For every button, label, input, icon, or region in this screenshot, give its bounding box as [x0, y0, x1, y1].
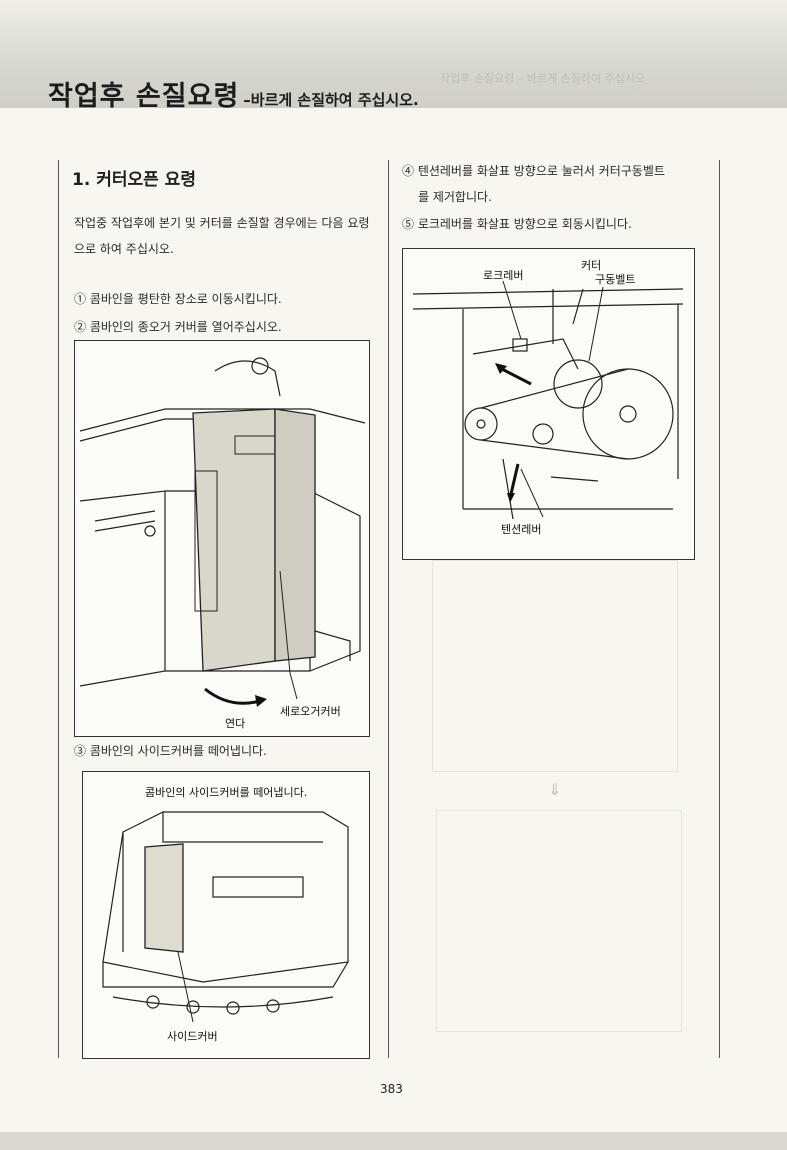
label-lift: 연다 [225, 717, 246, 730]
step-4-line1: ④ 텐션레버를 화살표 방향으로 눌러서 커터구동벨트 [402, 164, 665, 178]
step-1: ① 콤바인을 평탄한 장소로 이동시킵니다. [74, 292, 282, 306]
header-band [0, 0, 787, 108]
belt-drive-drawing [412, 280, 684, 520]
step-3: ③ 콤바인의 사이드커버를 떼어냅니다. [74, 744, 267, 758]
label-auger-cover: 세로오거커버 [280, 705, 341, 718]
figure-side-cover: 콤바인의 사이드커버를 떼어냅니다. 사이드커버 [82, 771, 370, 1059]
footer-band [0, 1132, 787, 1150]
page-number: 383 [380, 1082, 403, 1096]
figure-belt-drive: 로크레버 커터 구동벨트 텐션레버 [402, 248, 695, 560]
bleed-through-figure-bottom [436, 810, 682, 1032]
label-side-cover: 사이드커버 [167, 1030, 218, 1043]
step-2: ② 콤바인의 종오거 커버를 열어주십시오. [74, 320, 282, 334]
section-title: 1. 커터오픈 요령 [72, 170, 196, 190]
center-column-rule [388, 160, 389, 1058]
label-drive-belt: 구동벨트 [595, 273, 636, 286]
right-margin-rule [719, 160, 720, 1058]
page-title-main: 작업후 손질요령 [48, 81, 240, 112]
side-cover-drawing [102, 811, 349, 1023]
page-title: 작업후 손질요령–바르게 손질하여 주십시오. [48, 74, 419, 113]
bleed-through-text: 작업후 손질요령 – 바르게 손질하여 주십시오 [440, 72, 646, 85]
bleed-through-arrow-icon: ⇓ [548, 780, 562, 799]
label-lock-lever: 로크레버 [483, 269, 524, 282]
step-4-line2: 를 제거합니다. [418, 190, 492, 204]
step-5: ⑤ 로크레버를 화살표 방향으로 회동시킵니다. [402, 217, 632, 231]
label-tension-lever: 텐션레버 [501, 523, 542, 536]
figure-caption: 콤바인의 사이드커버를 떼어냅니다. [145, 786, 308, 799]
left-margin-rule [58, 160, 59, 1058]
auger-cover-drawing [79, 357, 366, 707]
label-cutter: 커터 [581, 259, 602, 272]
figure-auger-cover: 세로오거커버 연다 [74, 340, 370, 737]
bleed-through-figure-top [432, 560, 678, 772]
page-title-sub: –바르게 손질하여 주십시오. [243, 91, 419, 109]
intro-paragraph: 작업중 작업후에 본기 및 커터를 손질할 경우에는 다음 요령으로 하여 주십… [74, 216, 370, 256]
